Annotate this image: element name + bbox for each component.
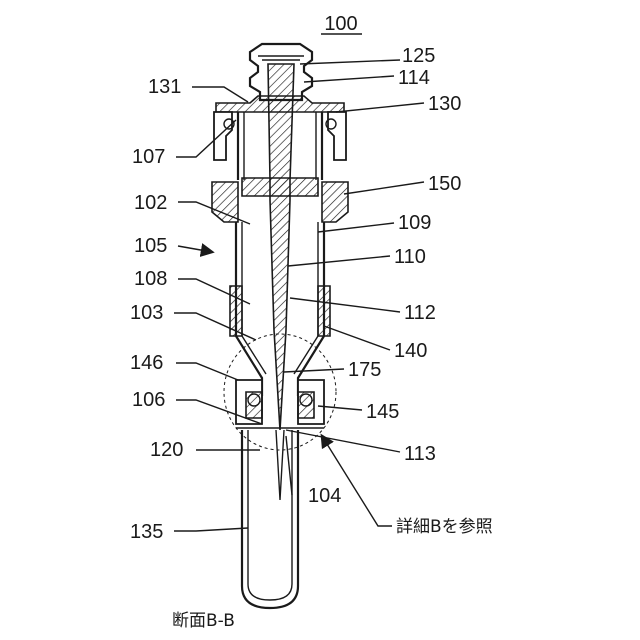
ref-113: 113	[404, 443, 436, 465]
ref-104: 104	[308, 485, 341, 507]
device-cross-section	[212, 44, 348, 608]
ref-108: 108	[134, 268, 167, 290]
ref-102: 102	[134, 192, 167, 214]
ref-114: 114	[398, 67, 430, 89]
sample-tube	[236, 428, 324, 608]
ref-109: 109	[398, 212, 431, 234]
ref-135: 135	[130, 521, 163, 543]
reference-numerals: 125 114 131 130 107 150 102 109 105 110 …	[130, 45, 461, 543]
ref-110: 110	[394, 246, 426, 268]
ref-131: 131	[148, 76, 181, 98]
ref-175: 175	[348, 359, 381, 381]
svg-text:100: 100	[324, 13, 357, 35]
figure-number: 100	[321, 13, 362, 35]
section-caption: 断面B-B	[172, 611, 235, 631]
ref-120: 120	[150, 439, 183, 461]
ref-112: 112	[404, 302, 436, 324]
ref-125: 125	[402, 45, 435, 67]
ref-105: 105	[134, 235, 167, 257]
ref-150: 150	[428, 173, 461, 195]
ref-106: 106	[132, 389, 165, 411]
plunger-rod	[242, 64, 318, 430]
ref-145: 145	[366, 401, 399, 423]
ref-107: 107	[132, 146, 165, 168]
ref-130: 130	[428, 93, 461, 115]
detail-note: 詳細Bを参照	[396, 517, 493, 537]
ref-103: 103	[130, 302, 163, 324]
ref-140: 140	[394, 340, 427, 362]
ref-146: 146	[130, 352, 163, 374]
piercing-tip	[276, 430, 284, 500]
